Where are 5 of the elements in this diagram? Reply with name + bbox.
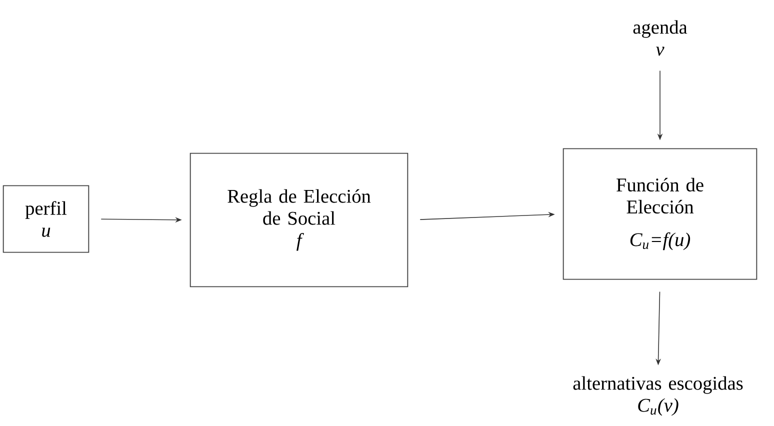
process-box: Regla de Elección de Social f (190, 152, 408, 288)
process-box: Función de Elección C$_{u}$=f(u) (562, 148, 758, 280)
text-label: agenda v (633, 20, 688, 56)
text-label: alternativas escogidas C$_{u}$(v) (573, 376, 743, 416)
process-box: perfil u (2, 185, 90, 253)
